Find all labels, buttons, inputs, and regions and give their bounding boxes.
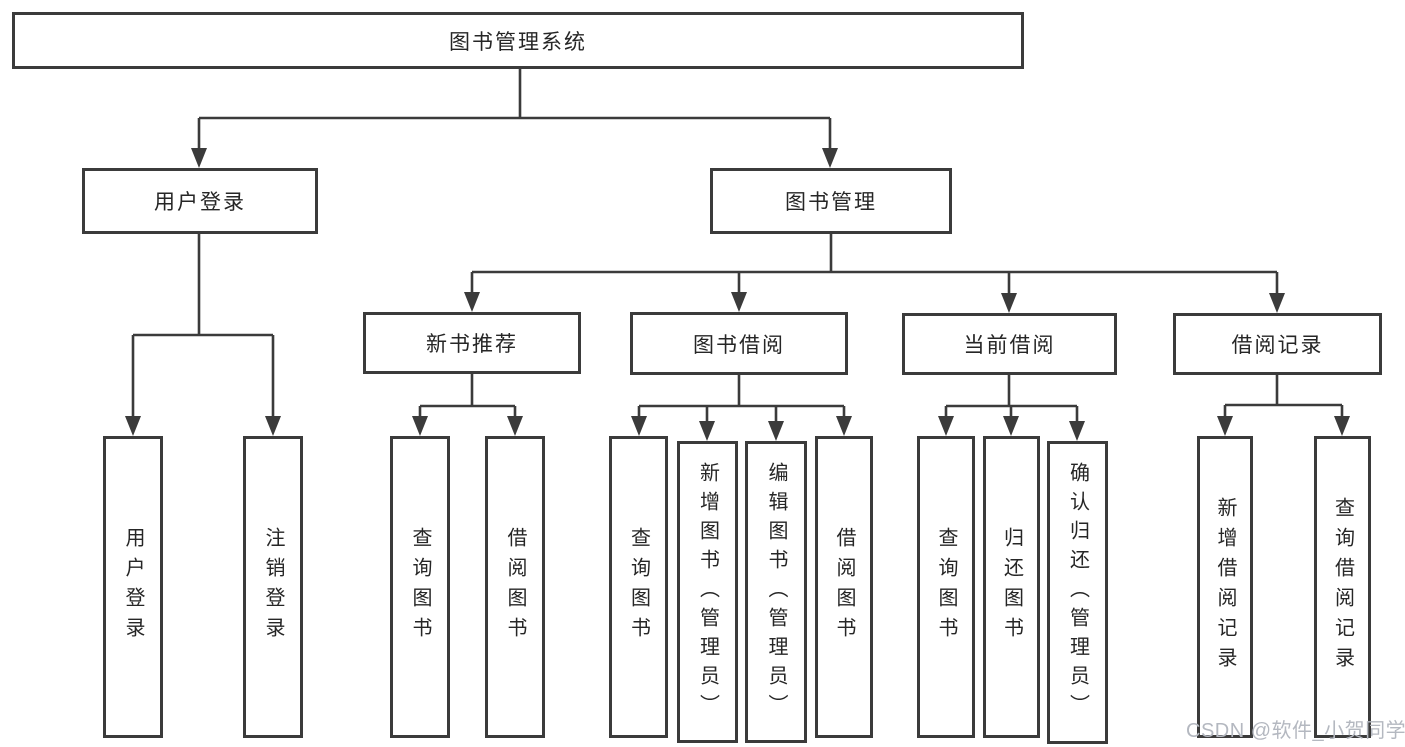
node-book-management: 图书管理 (710, 168, 952, 234)
connector-bookmgmt-to-level3 (464, 234, 1285, 313)
connector-current-to-leaves (938, 375, 1085, 441)
connector-userlogin-to-leaves (125, 234, 281, 436)
node-library-management-system: 图书管理系统 (12, 12, 1024, 69)
leaf-return-books: 归还图书 (983, 436, 1040, 738)
leaf-borrow-books-recommend: 借阅图书 (485, 436, 545, 738)
leaf-edit-books-admin: 编辑图书（管理员） (745, 441, 807, 743)
leaf-query-borrow-record: 查询借阅记录 (1314, 436, 1371, 738)
connector-borrowing-to-leaves (631, 375, 852, 441)
leaf-logout: 注销登录 (243, 436, 303, 738)
leaf-query-books-recommend: 查询图书 (390, 436, 450, 738)
csdn-watermark: CSDN @软件_小贺同学 (1186, 720, 1405, 742)
leaf-user-login: 用户登录 (103, 436, 163, 738)
connector-records-to-leaves (1217, 375, 1350, 436)
connector-root-to-level2 (191, 68, 838, 168)
leaf-query-books-current: 查询图书 (917, 436, 975, 738)
node-book-borrowing: 图书借阅 (630, 312, 848, 375)
node-borrow-records: 借阅记录 (1173, 313, 1382, 375)
leaf-add-borrow-record: 新增借阅记录 (1197, 436, 1253, 738)
leaf-borrow-books: 借阅图书 (815, 436, 873, 738)
node-user-login: 用户登录 (82, 168, 318, 234)
node-new-book-recommend: 新书推荐 (363, 312, 581, 374)
leaf-confirm-return-admin: 确认归还（管理员） (1047, 441, 1108, 744)
leaf-query-books-borrowing: 查询图书 (609, 436, 668, 738)
leaf-add-books-admin: 新增图书（管理员） (677, 441, 738, 743)
node-current-borrowing: 当前借阅 (902, 313, 1117, 375)
connector-newbooks-to-leaves (412, 374, 523, 436)
